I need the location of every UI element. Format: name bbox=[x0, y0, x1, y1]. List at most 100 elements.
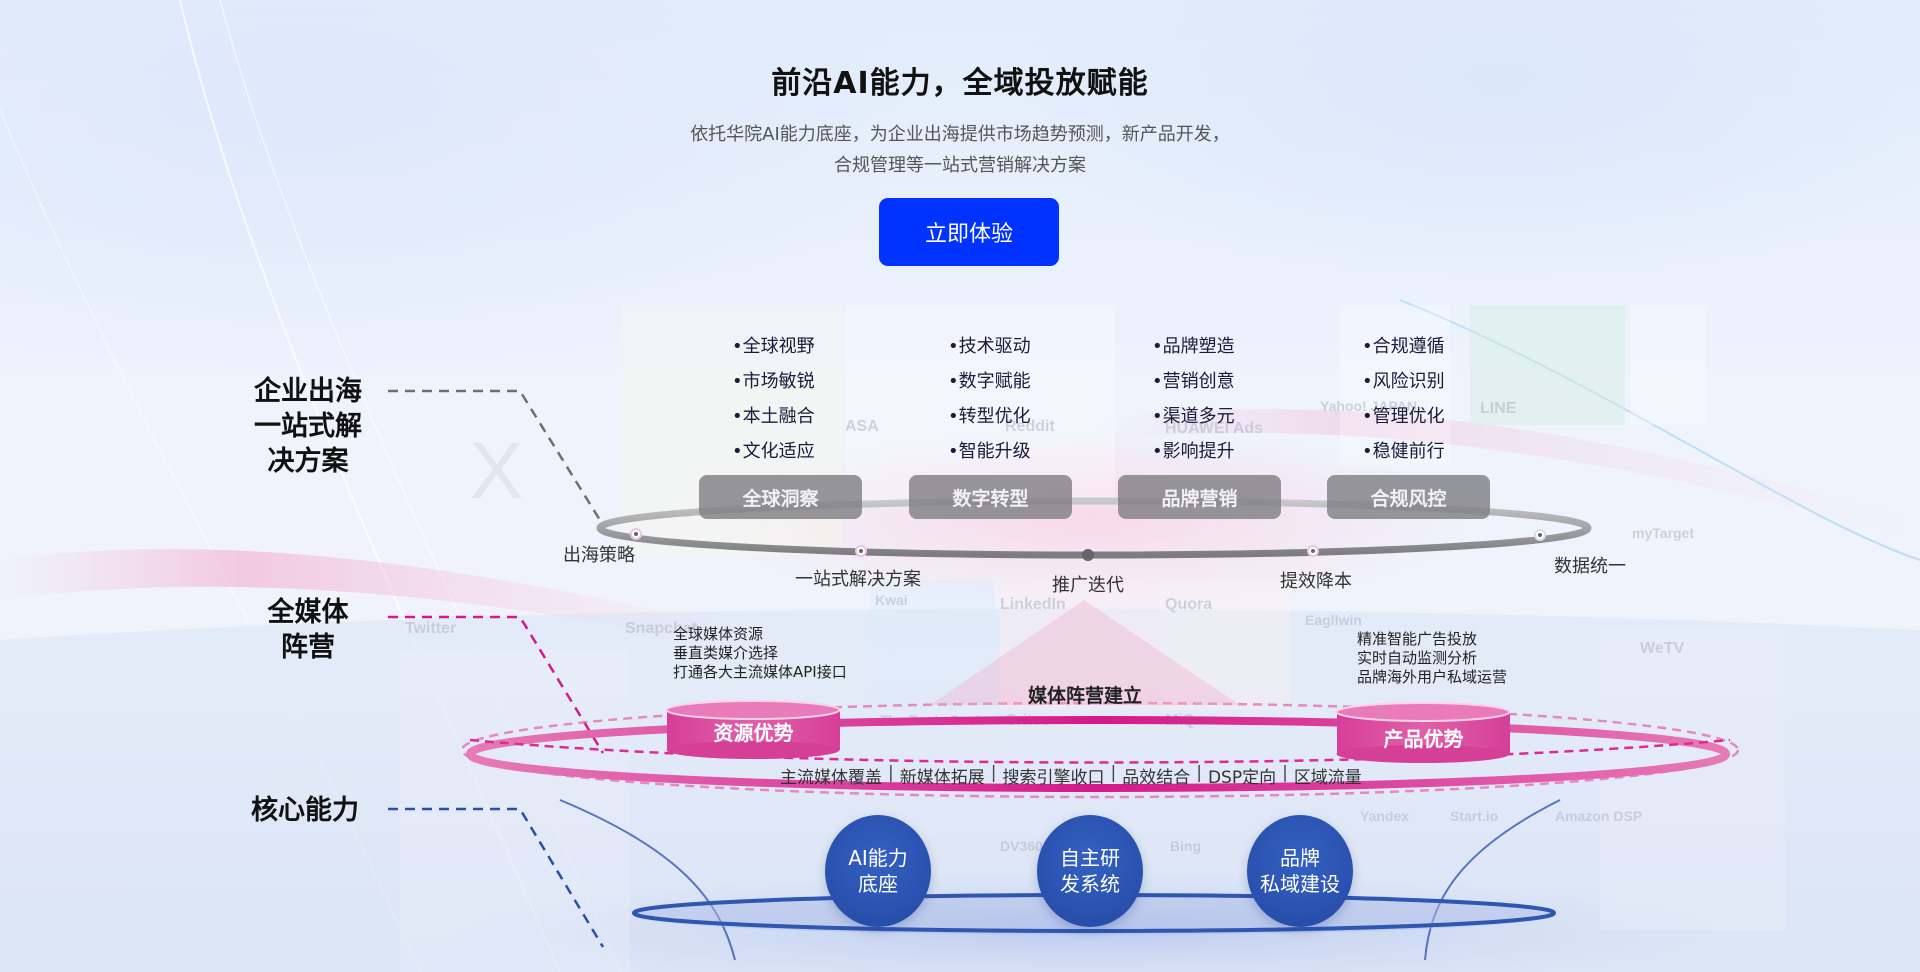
channel-separator: | bbox=[1282, 763, 1288, 783]
bullet-item: •合规遵循 bbox=[1362, 336, 1445, 357]
resource-cylinder bbox=[665, 700, 841, 759]
bullet-item: •全球视野 bbox=[732, 336, 815, 357]
media-ring-solid bbox=[466, 716, 1730, 792]
side-label-core: 核心能力 bbox=[230, 793, 380, 828]
channel-item: DSP定向 bbox=[1207, 768, 1277, 788]
media-camp-title: 媒体阵营建立 bbox=[1027, 685, 1143, 707]
core-funnel-right bbox=[1424, 799, 1561, 961]
side-label-line: 核心能力 bbox=[251, 795, 359, 826]
ring-label-data: 数据统一 bbox=[1554, 556, 1626, 577]
core-funnel-left bbox=[559, 799, 736, 961]
bg-logo-label: LINE bbox=[1480, 400, 1517, 417]
product-item: 品牌海外用户私域运营 bbox=[1357, 668, 1508, 686]
bg-logo-label: Amazon DSP bbox=[1555, 808, 1643, 824]
bullet-list-digital-transformation: •技术驱动 •数字赋能 •转型优化 •智能升级 bbox=[948, 329, 1031, 469]
core-ai-foundation[interactable]: AI能力 底座 bbox=[825, 815, 931, 927]
media-leader-line bbox=[388, 615, 605, 754]
bg-logo-label: X bbox=[470, 426, 524, 515]
media-ring-dashed-inner bbox=[469, 738, 1731, 764]
bg-logo-label: myTarget bbox=[1632, 525, 1694, 541]
channel-separator: | bbox=[1110, 763, 1117, 783]
bg-logo-label: Kwai bbox=[875, 592, 908, 608]
logo-tile bbox=[1630, 305, 1705, 425]
ring-label-iteration: 推广迭代 bbox=[1052, 575, 1124, 596]
ring-label-strategy: 出海策略 bbox=[563, 545, 635, 566]
logo-tile bbox=[1600, 630, 1785, 930]
pillar-digital-transformation[interactable]: 数字转型 bbox=[909, 475, 1072, 519]
bullet-item: •品牌塑造 bbox=[1152, 336, 1235, 357]
bg-logo-label: Bing bbox=[1170, 838, 1202, 854]
bullet-item: •市场敏锐 bbox=[732, 371, 815, 392]
side-label-solution: 企业出海 一站式解 决方案 bbox=[233, 374, 383, 479]
ring-label-efficiency: 提效降本 bbox=[1280, 571, 1352, 592]
logo-tile bbox=[1340, 305, 1450, 465]
channel-item: 品效结合 bbox=[1122, 768, 1191, 788]
pink-streak bbox=[0, 549, 800, 660]
subtitle-line-1: 依托华院AI能力底座，为企业出海提供市场趋势预测，新产品开发， bbox=[690, 124, 1230, 145]
logo-tile bbox=[400, 650, 630, 972]
media-pyramid bbox=[930, 600, 1240, 705]
logo-tile bbox=[1470, 305, 1625, 425]
bullet-item: •本土融合 bbox=[732, 406, 815, 427]
bullet-item: •营销创意 bbox=[1152, 371, 1235, 392]
pink-streak bbox=[1100, 409, 1920, 540]
bullet-item: •渠道多元 bbox=[1152, 406, 1235, 427]
pillar-global-insight[interactable]: 全球洞察 bbox=[699, 475, 862, 519]
resource-advantage-label: 资源优势 bbox=[713, 721, 794, 745]
bg-logo-label: WeTV bbox=[1640, 640, 1685, 657]
bullet-list-compliance: •合规遵循 •风险识别 •管理优化 •稳健前行 bbox=[1362, 329, 1445, 469]
core-line: 自主研 bbox=[1060, 846, 1120, 870]
logo-tile bbox=[870, 580, 995, 710]
product-item: 实时自动监测分析 bbox=[1357, 649, 1478, 667]
bullet-item: •技术驱动 bbox=[948, 336, 1031, 357]
product-advantage-label: 产品优势 bbox=[1383, 727, 1464, 751]
side-label-line: 阵营 bbox=[281, 632, 335, 663]
bg-logo-label: Twitter bbox=[405, 620, 457, 637]
bg-logo-label: Start.io bbox=[1450, 808, 1499, 824]
core-line: 底座 bbox=[858, 872, 898, 896]
core-leader-line bbox=[388, 807, 605, 948]
core-line: 发系统 bbox=[1060, 872, 1120, 896]
resource-item: 打通各大主流媒体API接口 bbox=[673, 663, 847, 681]
side-label-line: 一站式解 bbox=[254, 411, 362, 442]
subtitle-line-2: 合规管理等一站式营销解决方案 bbox=[834, 155, 1086, 176]
channel-item: 区域流量 bbox=[1293, 768, 1362, 788]
product-item: 精准智能广告投放 bbox=[1357, 630, 1478, 648]
media-channel-row: 主流媒体覆盖 | 新媒体拓展 | 搜索引擎收口 | 品效结合 | DSP定向 |… bbox=[780, 763, 1362, 788]
channel-item: 主流媒体覆盖 bbox=[780, 768, 882, 788]
media-ring-dashed-outer bbox=[460, 701, 1740, 799]
bullet-item: •转型优化 bbox=[948, 406, 1031, 427]
logo-tile bbox=[1160, 580, 1290, 710]
core-line: 品牌 bbox=[1280, 846, 1320, 870]
pillar-compliance[interactable]: 合规风控 bbox=[1327, 475, 1490, 519]
product-cylinder bbox=[1335, 702, 1511, 763]
core-self-developed-system[interactable]: 自主研 发系统 bbox=[1037, 815, 1143, 927]
bullet-list-global-insight: •全球视野 •市场敏锐 •本土融合 •文化适应 bbox=[732, 329, 815, 469]
bullet-item: •管理优化 bbox=[1362, 406, 1445, 427]
bullet-list-brand-marketing: •品牌塑造 •营销创意 •渠道多元 •影响提升 bbox=[1152, 329, 1235, 469]
pink-glow bbox=[710, 430, 1470, 610]
core-brand-private-domain[interactable]: 品牌 私域建设 bbox=[1247, 815, 1353, 927]
solution-leader-line bbox=[388, 389, 605, 526]
ring-label-one-stop: 一站式解决方案 bbox=[795, 569, 921, 590]
side-label-line: 企业出海 bbox=[254, 376, 362, 407]
logo-tile bbox=[845, 305, 1115, 505]
side-label-media: 全媒体 阵营 bbox=[233, 595, 383, 665]
bullet-item: •稳健前行 bbox=[1362, 441, 1445, 462]
try-now-button[interactable]: 立即体验 bbox=[879, 198, 1059, 266]
bg-logo-label: Snapchat bbox=[625, 620, 698, 637]
resource-item: 全球媒体资源 bbox=[673, 625, 764, 643]
resource-advantage-list: 全球媒体资源 垂直类媒介选择 打通各大主流媒体API接口 bbox=[673, 625, 847, 682]
bg-logo-label: Reddit bbox=[1005, 418, 1055, 435]
bg-logo-label: HUAWEI Ads bbox=[1165, 420, 1264, 437]
pillar-brand-marketing[interactable]: 品牌营销 bbox=[1118, 475, 1281, 519]
bg-logo-label: ASA bbox=[845, 418, 879, 435]
channel-separator: | bbox=[1196, 763, 1202, 783]
bg-logo-label: Yandex bbox=[1360, 808, 1410, 824]
bg-logo-label: DV360 bbox=[1000, 838, 1043, 854]
page-title: 前沿AI能力，全域投放赋能 bbox=[771, 66, 1149, 101]
light-streak bbox=[1399, 299, 1920, 561]
bg-logo-label: Eagllwin bbox=[1305, 612, 1362, 628]
side-label-line: 决方案 bbox=[267, 446, 349, 477]
bg-logo-label: Yahoo! JAPAN bbox=[1320, 398, 1417, 414]
